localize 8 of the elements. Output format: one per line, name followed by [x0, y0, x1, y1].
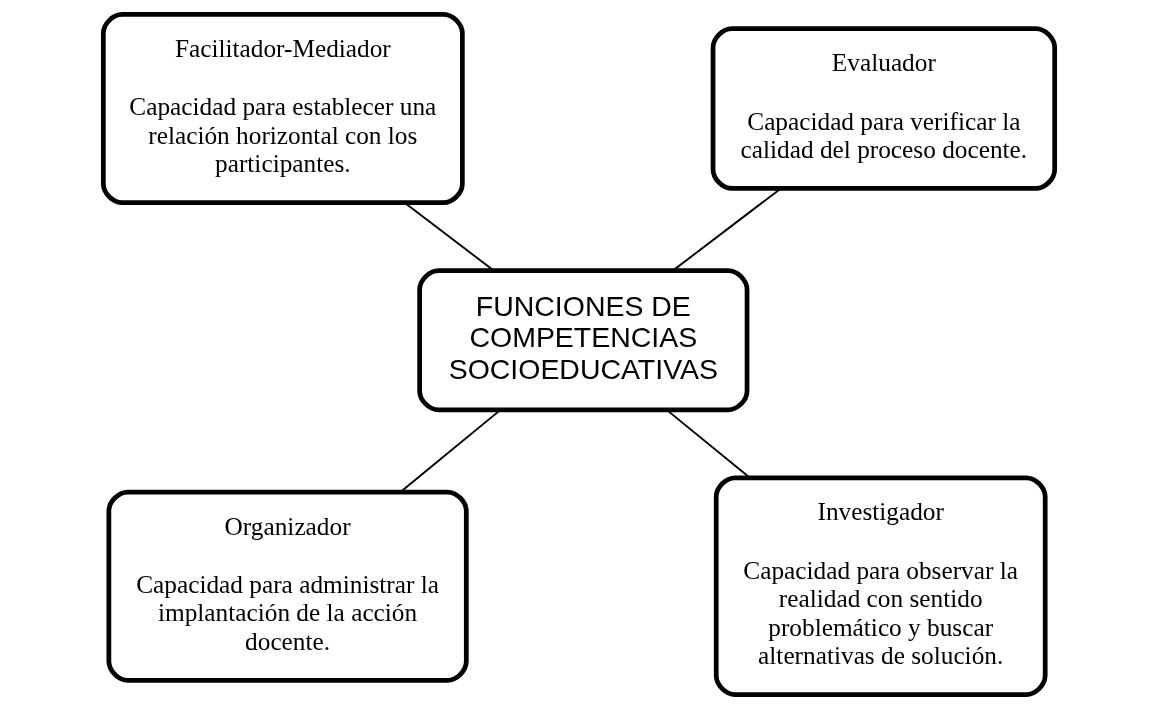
connector — [399, 409, 501, 493]
connector — [665, 409, 751, 479]
node-box: FUNCIONES DE COMPETENCIAS SOCIOEDUCATIVAS — [416, 268, 749, 413]
node-box: Investigador Capacidad para observar la realidad con sentido problemático y buscar alternativas de solución. — [713, 475, 1048, 697]
connector — [671, 187, 782, 272]
node-box: Facilitador-Mediador Capacidad para establecer una relación horizontal con los participantes. — [100, 12, 465, 206]
node-box: Evaluador Capacidad para verificar la calidad del proceso docente. — [710, 26, 1057, 191]
node-box: Organizador Capacidad para administrar la implantación de la acción docente. — [106, 489, 469, 683]
